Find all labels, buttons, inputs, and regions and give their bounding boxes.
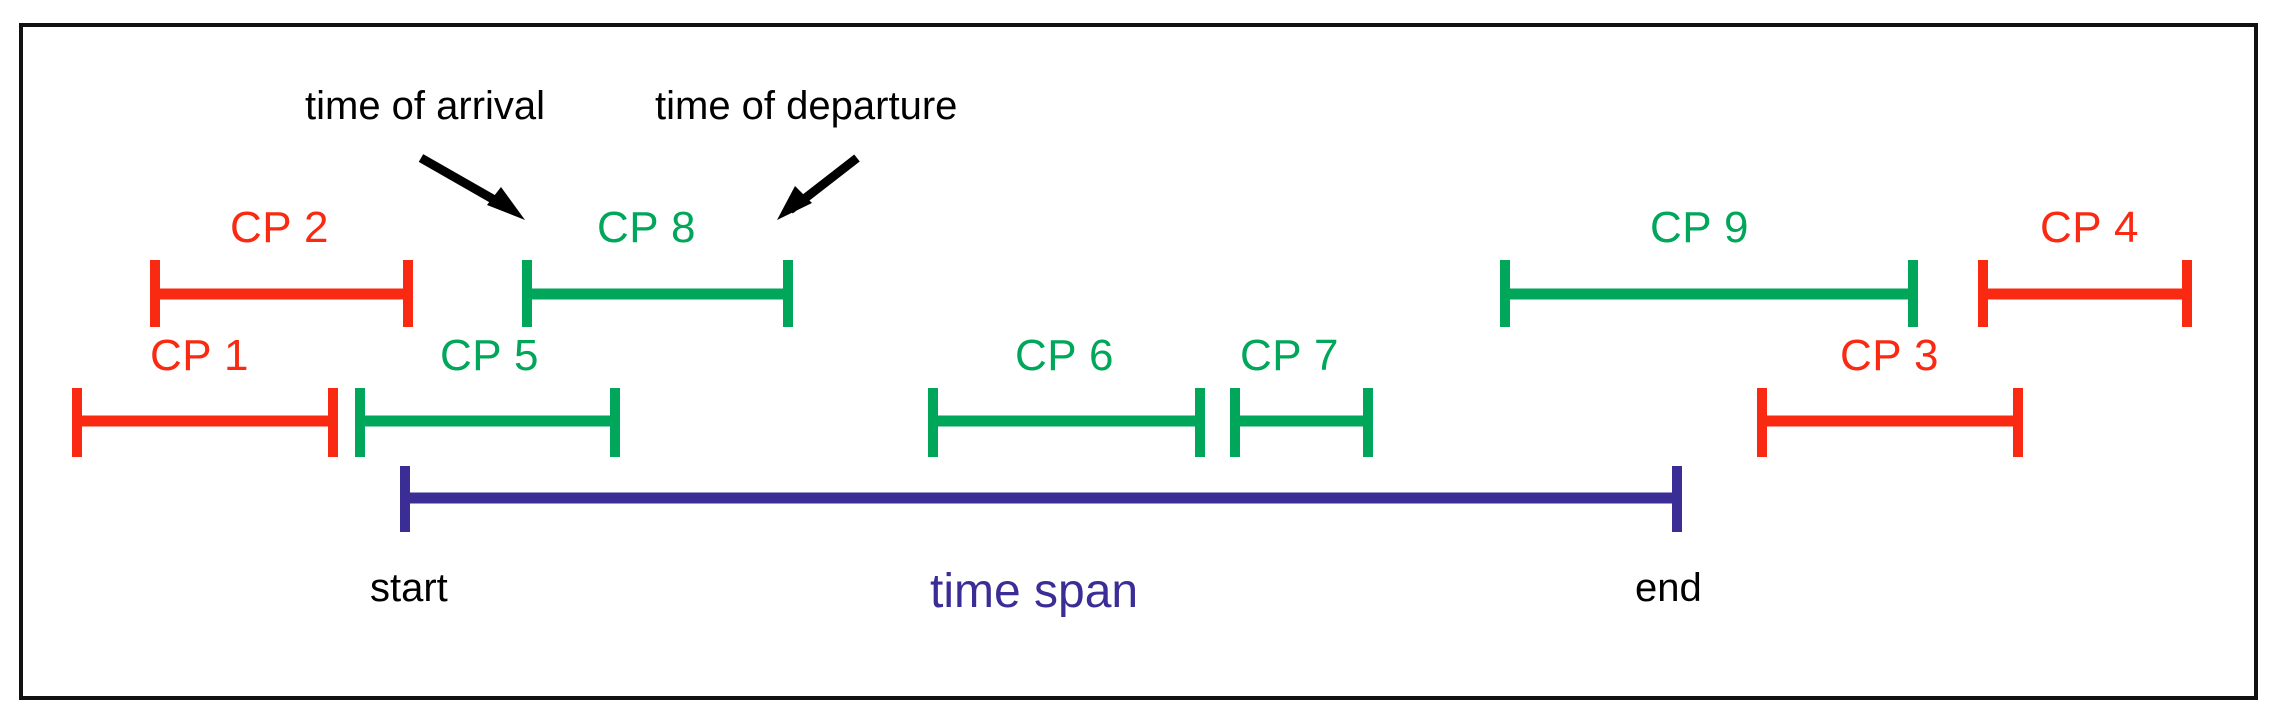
interval-cp8 (522, 260, 793, 327)
interval-cp6 (928, 388, 1205, 457)
end-label: end (1635, 566, 1702, 610)
cp2-label: CP 2 (230, 203, 330, 252)
cp1-label: CP 1 (150, 331, 250, 380)
cp8-label: CP 8 (597, 203, 697, 252)
cp6-label: CP 6 (1015, 331, 1115, 380)
interval-cp1 (72, 388, 338, 457)
time-of-arrival-label: time of arrival (305, 84, 546, 128)
cp4-label: CP 4 (2040, 203, 2140, 252)
interval-cp3 (1757, 388, 2023, 457)
interval-cp7 (1230, 388, 1373, 457)
cp5-label: CP 5 (440, 331, 540, 380)
start-label: start (370, 566, 448, 610)
cp3-label: CP 3 (1840, 331, 1940, 380)
interval-time-span (400, 466, 1682, 532)
time-of-departure-arrow-icon (777, 154, 860, 220)
cp7-label: CP 7 (1240, 331, 1340, 380)
interval-cp4 (1978, 260, 2192, 327)
interval-cp9 (1500, 260, 1918, 327)
interval-cp2 (150, 260, 413, 327)
cp9-label: CP 9 (1650, 203, 1750, 252)
diagram-frame-border (19, 23, 2258, 700)
time-span-label: time span (930, 565, 1139, 618)
interval-cp5 (355, 388, 620, 457)
time-of-arrival-arrow-icon (418, 154, 525, 220)
time-of-departure-label: time of departure (655, 84, 958, 128)
